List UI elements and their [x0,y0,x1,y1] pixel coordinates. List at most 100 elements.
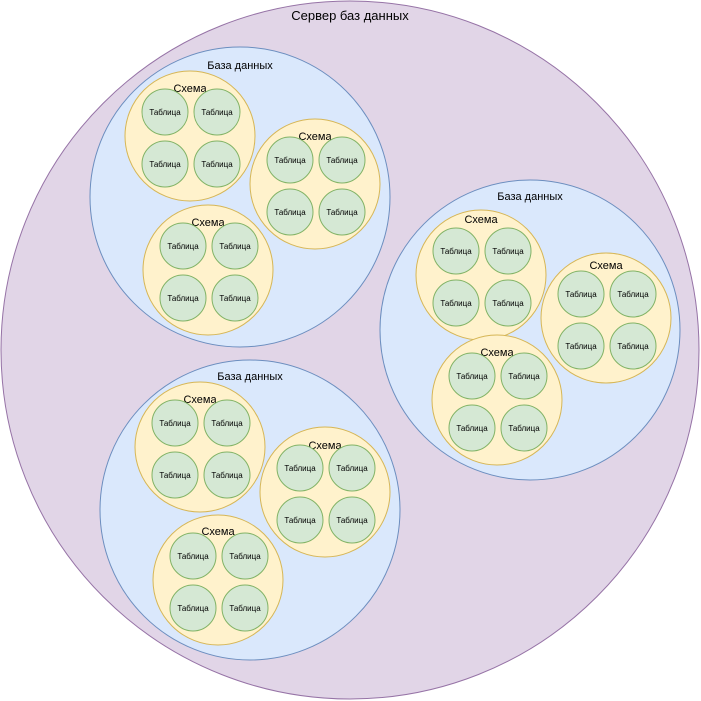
schema-label: Схема [308,440,342,452]
table-circle [484,227,532,275]
table-label: Таблица [211,471,243,480]
table-circle [448,404,496,452]
table-circle [203,399,251,447]
database-label: База данных [217,371,283,383]
table: Таблица [276,496,324,544]
table-circle [557,270,605,318]
table: Таблица [276,444,324,492]
table-circle [169,532,217,580]
table: Таблица [432,279,480,327]
table-label: Таблица [167,242,199,251]
table-label: Таблица [284,464,316,473]
table: Таблица [221,584,269,632]
table: Таблица [159,274,207,322]
table: Таблица [141,140,189,188]
schema-label: Схема [464,214,498,226]
table-circle [221,532,269,580]
table: Таблица [557,270,605,318]
table-circle [500,404,548,452]
table: Таблица [609,322,657,370]
table-label: Таблица [336,516,368,525]
table: Таблица [159,222,207,270]
table-circle [609,270,657,318]
database-label: База данных [207,60,273,72]
table-circle [193,88,241,136]
table-circle [276,496,324,544]
table-label: Таблица [492,299,524,308]
table-label: Таблица [326,156,358,165]
schema-circle [415,209,547,341]
table-circle [203,451,251,499]
database-label: База данных [497,191,563,203]
table: Таблица [266,188,314,236]
table-circle [328,496,376,544]
table: Таблица [211,222,259,270]
table-circle [318,188,366,236]
table-circle [557,322,605,370]
table: Таблица [500,404,548,452]
schema-label: Схема [191,217,225,229]
table-label: Таблица [201,160,233,169]
schema-label: Схема [589,260,623,272]
table-circle [193,140,241,188]
table: Таблица [448,352,496,400]
table: Таблица [151,399,199,447]
table-label: Таблица [492,247,524,256]
table-circle [328,444,376,492]
table-circle [141,88,189,136]
table-circle [266,188,314,236]
table-circle [609,322,657,370]
table-label: Таблица [159,419,191,428]
table-circle [151,451,199,499]
table: Таблица [169,532,217,580]
table: Таблица [318,136,366,184]
table: Таблица [500,352,548,400]
schema-label: Схема [201,526,235,538]
table: Таблица [211,274,259,322]
table: Таблица [328,444,376,492]
table-label: Таблица [219,242,251,251]
table-circle [318,136,366,184]
table: Таблица [169,584,217,632]
table: Таблица [448,404,496,452]
table-label: Таблица [211,419,243,428]
table-circle [169,584,217,632]
table-label: Таблица [201,108,233,117]
schema-label: Схема [173,83,207,95]
table-label: Таблица [177,604,209,613]
table-circle [432,227,480,275]
table-label: Таблица [177,552,209,561]
table: Таблица [193,140,241,188]
table: Таблица [151,451,199,499]
table: Таблица [203,399,251,447]
table: Таблица [328,496,376,544]
table: Таблица [557,322,605,370]
table: Таблица [432,227,480,275]
database-server-label: Сервер баз данных [291,8,409,23]
table: Таблица [203,451,251,499]
table: Таблица [484,279,532,327]
schema-circle [540,252,672,384]
table-label: Таблица [456,372,488,381]
table: Таблица [484,227,532,275]
table-label: Таблица [508,424,540,433]
table-label: Таблица [229,552,261,561]
table-label: Таблица [219,294,251,303]
table-label: Таблица [336,464,368,473]
table: Таблица [193,88,241,136]
table-label: Таблица [440,247,472,256]
table: Таблица [221,532,269,580]
table-label: Таблица [149,160,181,169]
table-label: Таблица [229,604,261,613]
